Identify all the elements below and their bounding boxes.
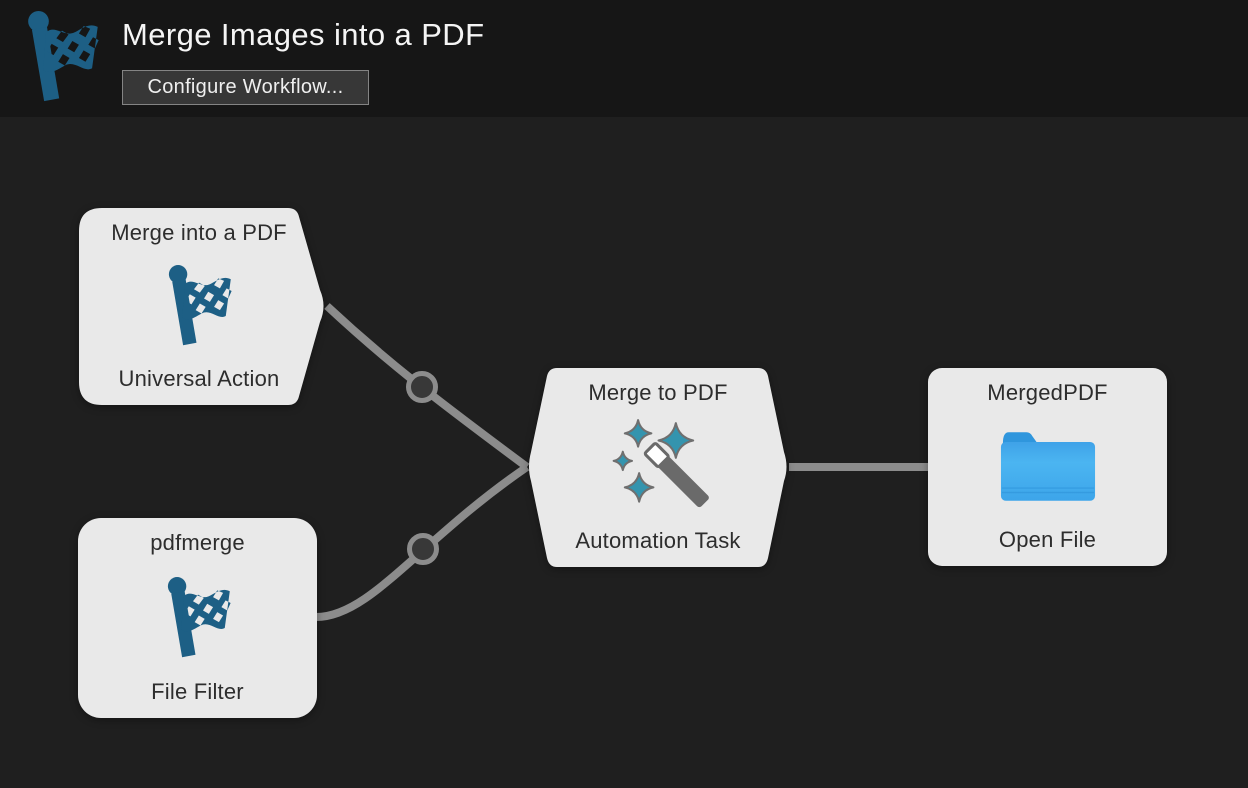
page-title: Merge Images into a PDF xyxy=(122,17,485,52)
connection-junction-dot[interactable] xyxy=(406,371,438,403)
node-shape-file-filter xyxy=(78,518,317,718)
node-shape-universal-action xyxy=(79,208,324,405)
node-universal-action[interactable]: Merge into a PDF Universal Action xyxy=(79,208,319,405)
node-subtitle: Universal Action xyxy=(118,366,280,391)
connection-junction-dot[interactable] xyxy=(407,533,439,565)
node-automation-task[interactable]: Merge to PDF Automation Task xyxy=(527,368,789,567)
node-title: pdfmerge xyxy=(150,530,245,555)
checkered-flag-icon xyxy=(157,246,241,366)
node-title: Merge to PDF xyxy=(588,380,728,405)
checkered-flag-icon xyxy=(156,556,240,679)
node-file-filter[interactable]: pdfmerge File Filter xyxy=(78,518,317,718)
node-subtitle: File Filter xyxy=(151,679,244,704)
title-bar: Merge Images into a PDF Configure Workfl… xyxy=(0,0,1248,117)
workflow-canvas: Merge into a PDF Universal Action pdfmer… xyxy=(0,117,1248,788)
node-open-file[interactable]: MergedPDF Open File xyxy=(928,368,1167,566)
node-subtitle: Open File xyxy=(998,527,1097,552)
configure-workflow-button[interactable]: Configure Workflow... xyxy=(122,70,369,105)
node-subtitle: Automation Task xyxy=(575,528,741,553)
node-title: Merge into a PDF xyxy=(111,220,287,245)
node-title: MergedPDF xyxy=(987,380,1108,405)
app-checkered-flag-icon xyxy=(28,10,99,102)
magic-wand-icon xyxy=(601,406,716,528)
connector-file-filter-to-automation-task xyxy=(315,463,530,621)
folder-icon xyxy=(999,406,1097,527)
